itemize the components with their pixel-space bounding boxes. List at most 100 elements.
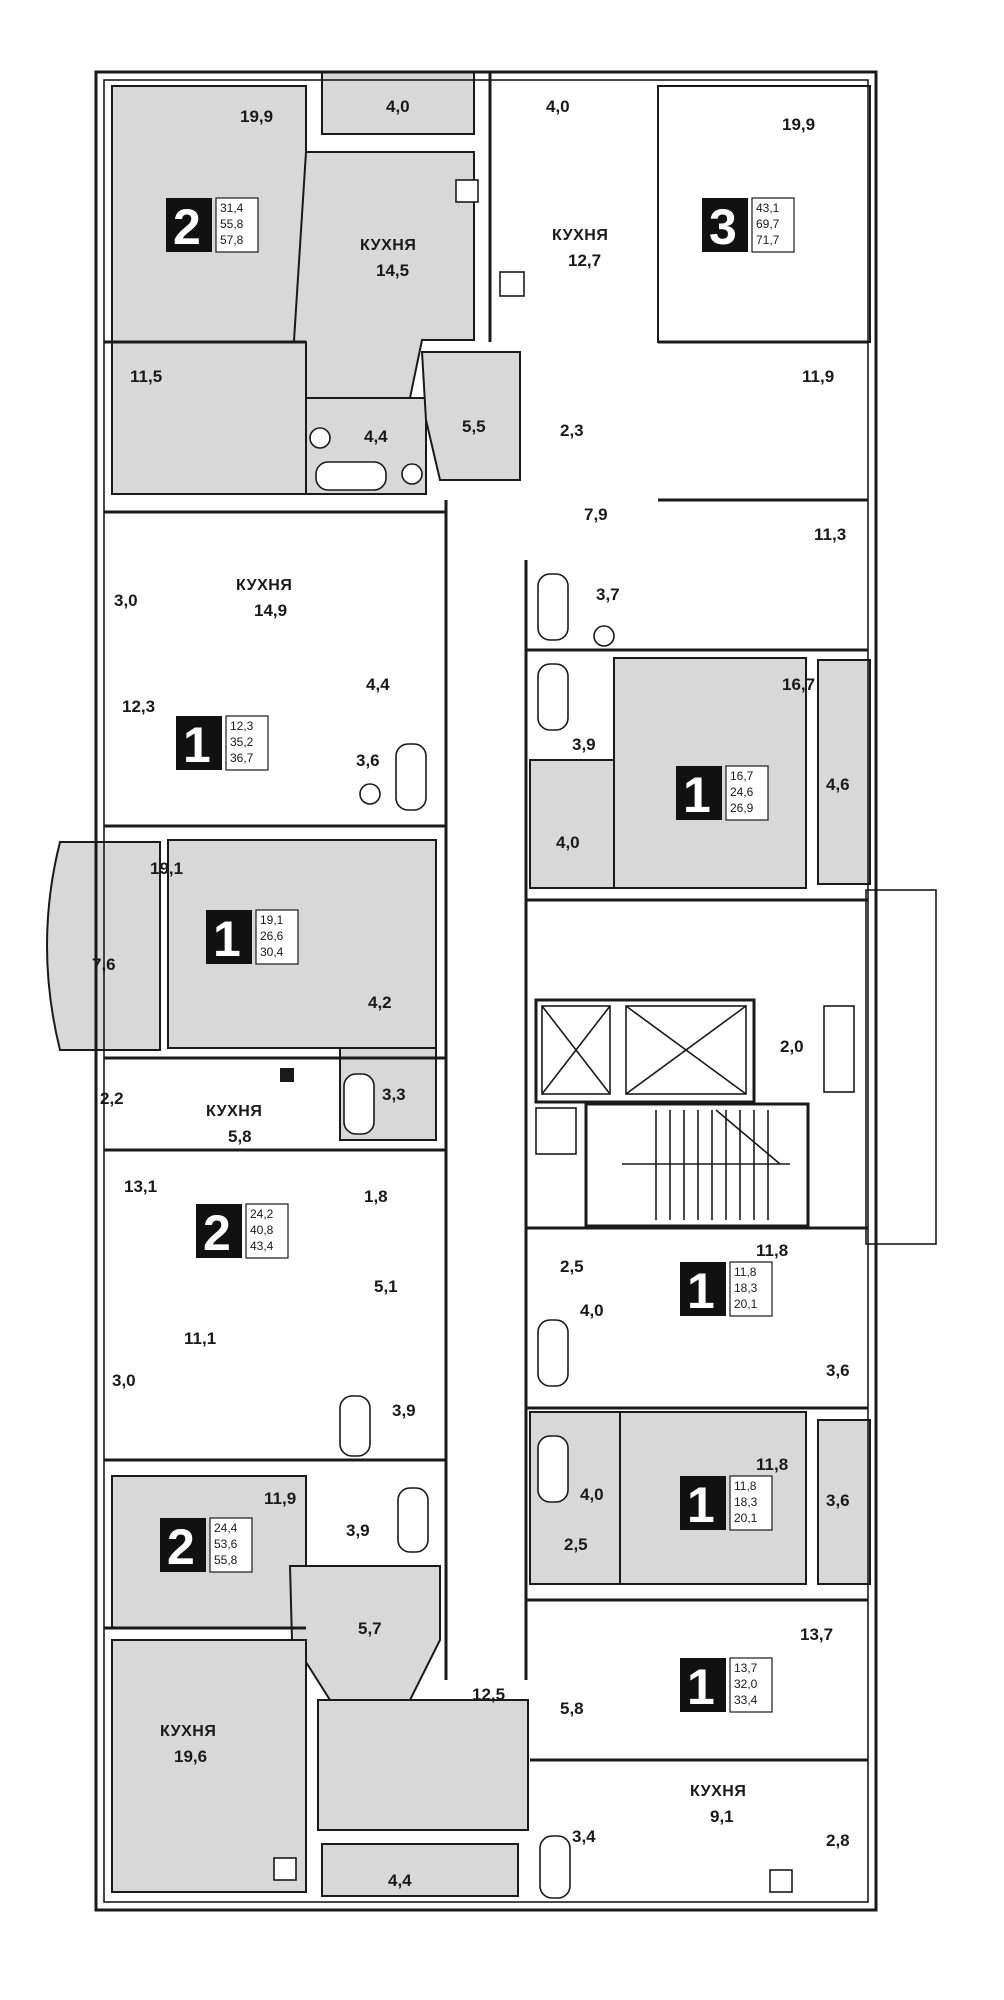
area-label: 9,1 [710,1807,734,1826]
area-label: 11,9 [264,1489,296,1508]
duct-right [823,1005,855,1093]
svg-text:18,3: 18,3 [734,1495,758,1509]
area-label: 5,5 [462,417,486,436]
svg-text:24,4: 24,4 [214,1521,238,1535]
room-name: КУХНЯ [160,1723,216,1740]
area-label: 4,4 [364,427,388,446]
stove-icon [499,271,525,297]
svg-text:13,7: 13,7 [734,1661,758,1675]
svg-text:1: 1 [213,911,241,967]
svg-text:11,8: 11,8 [734,1265,757,1279]
area-label: 16,7 [782,675,815,694]
area-label: 12,7 [568,251,601,270]
svg-text:16,7: 16,7 [730,769,754,783]
area-label: 3,7 [596,585,620,604]
svg-text:26,6: 26,6 [260,929,284,943]
room-name: КУХНЯ [690,1783,746,1800]
area-label: 14,5 [376,261,409,280]
area-label: 2,5 [564,1535,588,1554]
stairs [622,1109,790,1220]
toilet-icon [359,783,381,805]
area-label: 3,6 [826,1491,850,1510]
area-label: 3,9 [572,735,596,754]
area-label: 3,6 [356,751,380,770]
area-label: 3,0 [114,591,138,610]
area-label: 11,1 [184,1329,216,1348]
stove-icon [273,1857,297,1881]
svg-text:1: 1 [683,767,711,823]
area-label: 3,9 [346,1521,370,1540]
bathtub-icon [537,1435,569,1503]
svg-text:43,4: 43,4 [250,1239,274,1253]
svg-text:3: 3 [709,199,737,255]
svg-text:11,8: 11,8 [734,1479,757,1493]
area-label: 19,9 [782,115,815,134]
area-label: 7,6 [92,955,116,974]
svg-text:57,8: 57,8 [220,233,244,247]
room-right-a-hall [529,759,615,889]
area-label: 4,2 [368,993,392,1012]
svg-text:2: 2 [173,199,201,255]
area-label: 3,0 [112,1371,136,1390]
svg-text:35,2: 35,2 [230,735,254,749]
bathtub-icon [537,1319,569,1387]
apartment-badge: 1 11,8 18,3 20,1 [680,1261,773,1319]
outer-wall [94,70,878,1912]
bathtub-icon [339,1395,371,1457]
toilet-icon [401,463,423,485]
svg-text:24,2: 24,2 [250,1207,274,1221]
room-left-bottom-room [317,1699,529,1831]
room-bedroom-top-left [111,341,307,495]
area-label: 4,0 [580,1301,604,1320]
room-balcony-top-left [321,71,475,135]
room-name: КУХНЯ [552,227,608,244]
svg-text:55,8: 55,8 [214,1553,238,1567]
stairwell [584,1102,810,1228]
svg-text:55,8: 55,8 [220,217,244,231]
area-label: 5,8 [560,1699,584,1718]
room-right-c-loggia [817,1419,871,1585]
area-label: 3,3 [382,1085,406,1104]
apartment-badge: 1 13,7 32,0 33,4 [680,1657,773,1715]
apartment-badge: 1 11,8 18,3 20,1 [680,1475,773,1533]
area-label: 2,2 [100,1089,124,1108]
duct-left [535,1107,577,1155]
svg-text:43,1: 43,1 [756,201,780,215]
apartment-badge: 3 43,1 69,7 71,7 [702,197,795,255]
bathtub-icon [397,1487,429,1553]
stove-icon [280,1068,294,1082]
toilet-icon [593,625,615,647]
area-label: 4,0 [546,97,570,116]
svg-text:40,8: 40,8 [250,1223,274,1237]
stove-icon [455,179,479,203]
area-label: 13,1 [124,1177,157,1196]
svg-text:24,6: 24,6 [730,785,754,799]
svg-text:18,3: 18,3 [734,1281,758,1295]
apartment-badges: 2 31,4 55,8 57,8 3 43,1 69,7 71,7 1 12,3… [160,197,795,1715]
svg-text:12,3: 12,3 [230,719,254,733]
apartment-badge: 1 16,7 24,6 26,9 [676,765,769,823]
svg-text:19,1: 19,1 [260,913,284,927]
svg-text:32,0: 32,0 [734,1677,758,1691]
room-name: КУХНЯ [206,1103,262,1120]
area-label: 3,6 [826,1361,850,1380]
outer-wall-inner [103,79,869,1903]
area-label: 11,9 [802,367,834,386]
area-label: 14,9 [254,601,287,620]
area-label: 11,8 [756,1455,788,1474]
sink-icon [309,427,331,449]
apartment-badge: 1 12,3 35,2 36,7 [176,715,269,773]
svg-text:36,7: 36,7 [230,751,254,765]
area-label: 4,6 [826,775,850,794]
area-label: 5,8 [228,1127,252,1146]
area-label: 4,4 [366,675,390,694]
stove-icon [769,1869,793,1893]
svg-text:31,4: 31,4 [220,201,244,215]
svg-text:1: 1 [687,1263,715,1319]
area-label: 2,5 [560,1257,584,1276]
area-label: 2,0 [780,1037,804,1056]
shaft-right [865,889,937,1245]
room-right-a-loggia [817,659,871,885]
svg-text:2: 2 [203,1205,231,1261]
